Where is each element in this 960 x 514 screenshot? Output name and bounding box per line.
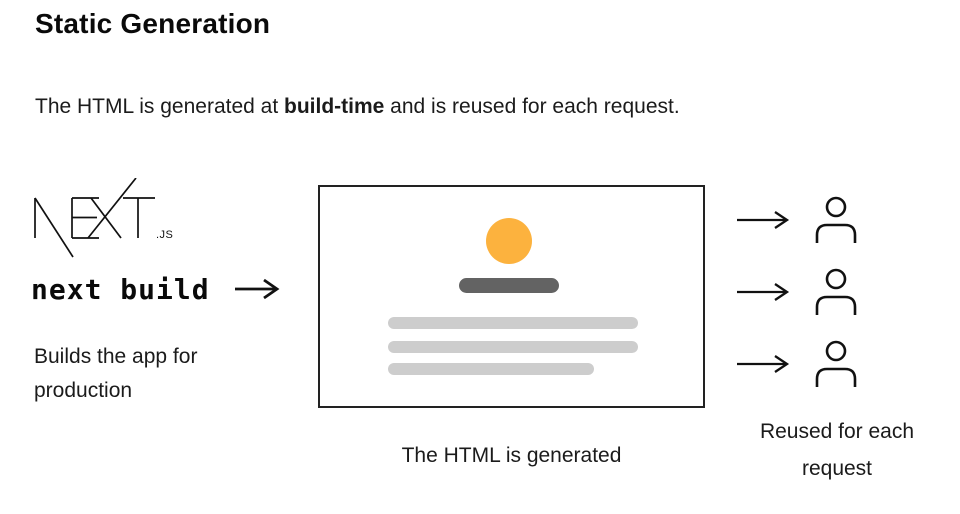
right-arrow-icon [737, 355, 790, 373]
text-placeholder-bar [388, 363, 594, 375]
request-list [736, 196, 858, 412]
subtitle-post: and is reused for each request. [384, 95, 680, 118]
text-placeholder-bar [388, 317, 638, 329]
user-icon [815, 196, 857, 243]
page-subtitle: The HTML is generated at build-time and … [35, 95, 680, 119]
subtitle-pre: The HTML is generated at [35, 95, 285, 118]
user-icon [815, 268, 857, 315]
user-icon [815, 340, 857, 387]
request-row [736, 340, 858, 388]
request-row [736, 268, 858, 316]
right-arrow-icon [234, 278, 280, 300]
request-row [736, 196, 858, 244]
right-arrow-icon [737, 283, 790, 301]
page-title: Static Generation [35, 8, 271, 39]
build-description: Builds the app for production [34, 345, 198, 402]
generated-html-page [318, 185, 705, 408]
subtitle-bold-term: build-time [284, 95, 385, 118]
avatar-circle [486, 218, 532, 264]
reuse-caption: Reused for each request [759, 420, 915, 480]
next-build-command: next build [31, 272, 210, 306]
heading-placeholder-bar [459, 278, 559, 293]
text-placeholder-bar [388, 341, 638, 353]
nextjs-logo-icon: .JS [34, 178, 173, 258]
build-command-row: next build [31, 270, 282, 308]
right-arrow-icon [737, 211, 790, 229]
page-box-caption: The HTML is generated [401, 444, 622, 467]
logo-js-suffix: .JS [156, 229, 173, 241]
